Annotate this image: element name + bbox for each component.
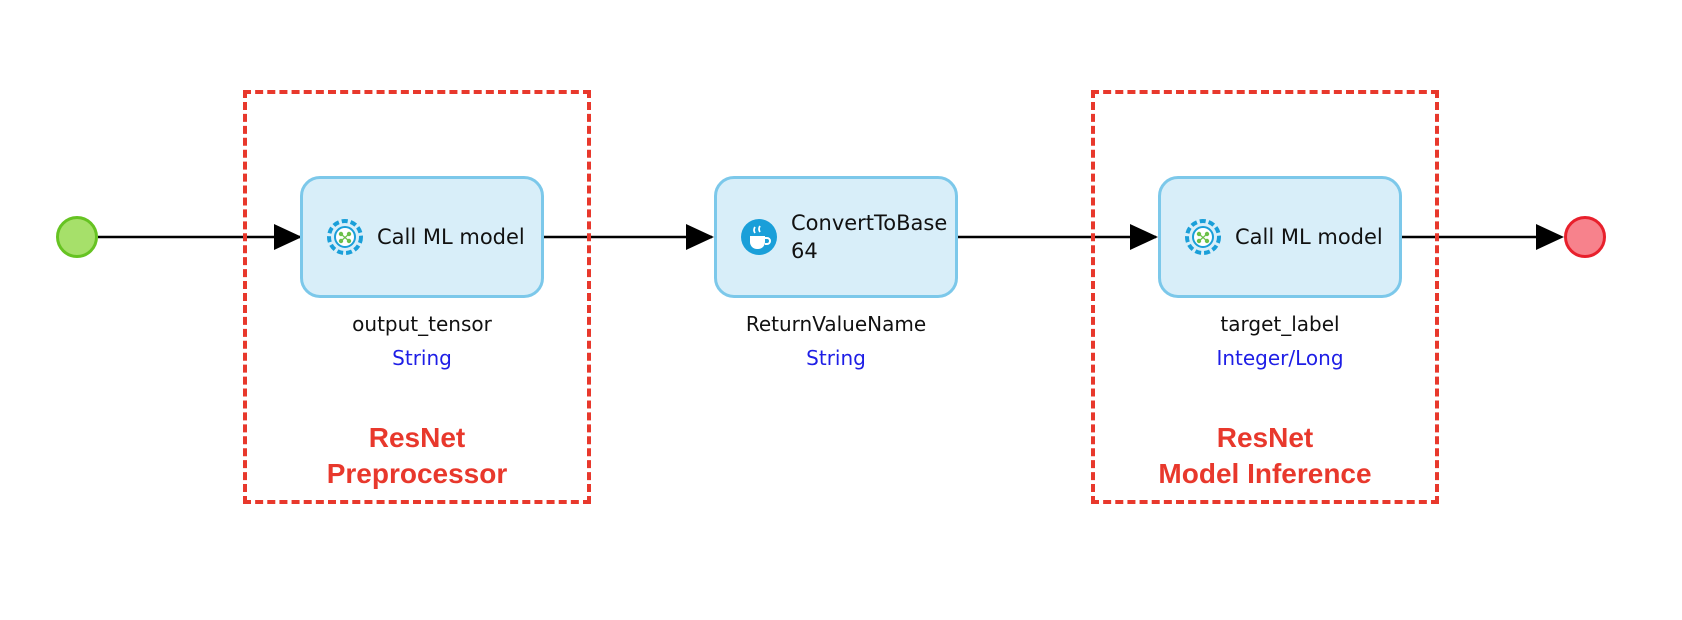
preprocessor-group-box: [243, 90, 591, 504]
end-event[interactable]: [1564, 216, 1606, 258]
output-variable-type: String: [806, 346, 866, 370]
call-ml-model-activity-1[interactable]: Call ML model: [300, 176, 544, 298]
ml-gear-icon: [327, 219, 363, 255]
group-label-line-1: ResNet: [368, 422, 466, 453]
activity-label: Call ML model: [1235, 225, 1383, 249]
model-inference-group-box: [1091, 90, 1439, 504]
output-variable-type: String: [392, 346, 452, 370]
group-label-line-1: ResNet: [1216, 422, 1314, 453]
convert-to-base64-activity[interactable]: ConvertToBase64: [714, 176, 958, 298]
arrowhead-2: [686, 224, 714, 250]
model-inference-group-label: ResNet Model Inference: [1091, 420, 1439, 492]
arrowhead-1: [274, 224, 302, 250]
activity-label: Call ML model: [377, 225, 525, 249]
activity-label: ConvertToBase64: [791, 211, 948, 263]
call-ml-model-activity-2[interactable]: Call ML model: [1158, 176, 1402, 298]
output-variable-name: output_tensor: [352, 312, 492, 336]
output-variable-name: ReturnValueName: [745, 312, 927, 336]
start-event[interactable]: [56, 216, 98, 258]
arrowhead-4: [1536, 224, 1564, 250]
group-label-line-2: Model Inference: [1158, 458, 1372, 489]
output-variable-name: target_label: [1220, 312, 1340, 336]
ml-gear-icon: [1185, 219, 1221, 255]
arrowhead-3: [1130, 224, 1158, 250]
output-variable-type: Integer/Long: [1216, 346, 1344, 370]
preprocessor-group-label: ResNet Preprocessor: [243, 420, 591, 492]
group-label-line-2: Preprocessor: [326, 458, 508, 489]
java-cup-icon: [741, 219, 777, 255]
